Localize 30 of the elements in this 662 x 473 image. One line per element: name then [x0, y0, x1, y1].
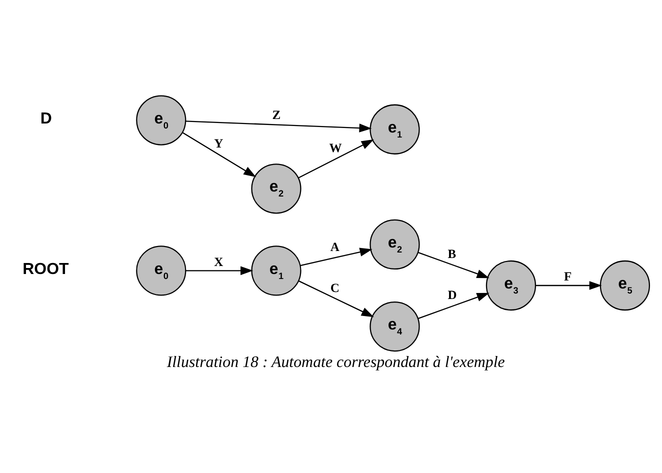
node-circle: e$_{0}$ — [136, 246, 186, 296]
edge-label: X — [214, 254, 223, 269]
node-circle: e$_{1}$ — [369, 104, 420, 154]
node-circle: e$_{2}$ — [250, 164, 301, 214]
edge-label: A — [330, 240, 339, 254]
label: ROOT — [22, 260, 68, 278]
node-circle: e$_{1}$ — [250, 246, 301, 296]
caption: Illustration 18 : Automate correspondant à l'exemple — [166, 354, 504, 372]
edge-label: C — [330, 281, 339, 296]
edge-label: B — [447, 246, 456, 261]
node-circle: e$_{4}$ — [369, 301, 420, 352]
edge-label: Z — [272, 108, 280, 122]
arrow — [418, 252, 489, 278]
edge-label: D — [447, 288, 456, 302]
arrow — [298, 280, 374, 318]
arrow — [185, 266, 253, 276]
edge-label: F — [563, 270, 572, 284]
label: D — [40, 110, 52, 128]
node-circle: e$_{0}$ — [136, 95, 186, 146]
edge-label: W — [328, 140, 342, 155]
arrow — [298, 139, 374, 178]
arrow — [535, 281, 602, 290]
arrow — [185, 120, 372, 132]
arrow — [182, 132, 256, 178]
arrow — [300, 248, 372, 266]
node-circle: e$_{5}$ — [599, 260, 650, 311]
arrow — [418, 292, 489, 319]
edge-label: Y — [214, 136, 223, 150]
node-circle: e$_{3}$ — [485, 260, 536, 311]
node-circle: e$_{2}$ — [369, 219, 420, 270]
